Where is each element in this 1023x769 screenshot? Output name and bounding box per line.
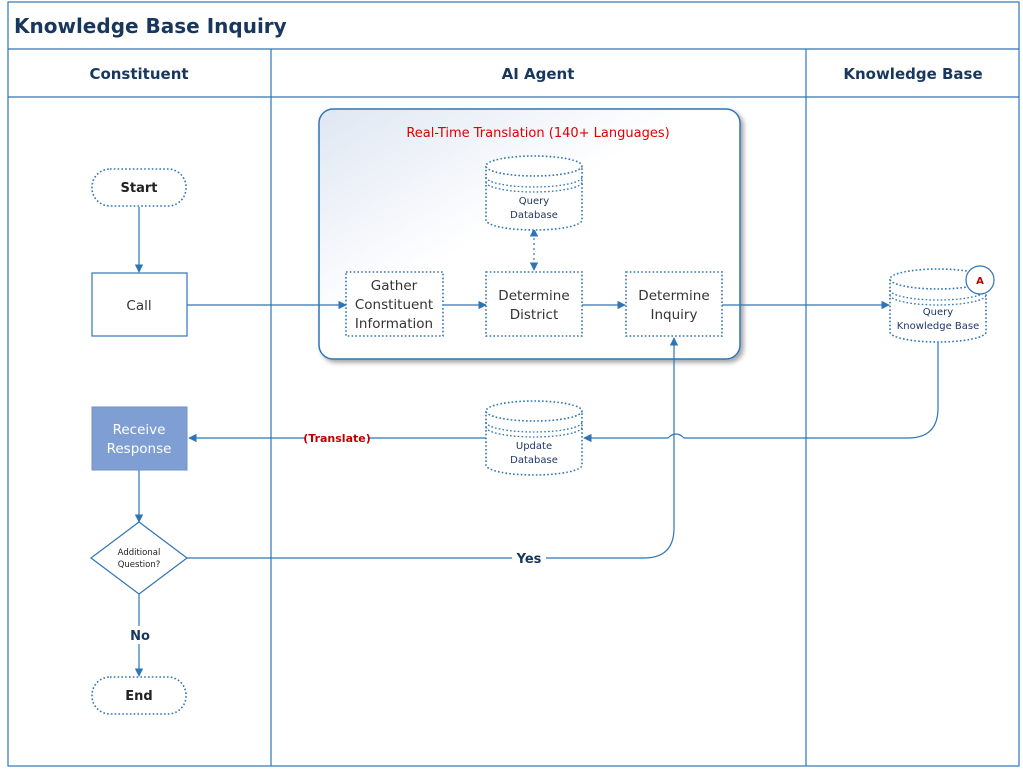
query-knowledge-base-cylinder bbox=[889, 268, 987, 343]
start-terminator bbox=[91, 168, 187, 207]
start-label: Start bbox=[121, 181, 158, 196]
gather-label-line-1: Gather bbox=[371, 278, 418, 294]
call-process-box bbox=[91, 272, 188, 337]
query-database-label-line-1: Query bbox=[519, 196, 549, 207]
gather-label-line-2: Constituent bbox=[355, 297, 433, 313]
query-database-cylinder bbox=[485, 155, 583, 231]
receive-label-line-2: Response bbox=[107, 441, 172, 457]
end-label: End bbox=[125, 689, 152, 704]
page-title: Knowledge Base Inquiry bbox=[14, 14, 287, 38]
decision-label-line-2: Question? bbox=[118, 560, 161, 570]
receive-response-process-box bbox=[91, 406, 188, 471]
update-database-label-line-2: Database bbox=[510, 455, 558, 466]
query-database-label-line-2: Database bbox=[510, 210, 558, 221]
gather-label-line-3: Information bbox=[355, 316, 433, 332]
query-knowledge-base-label-line-2: Knowledge Base bbox=[897, 321, 980, 332]
call-label: Call bbox=[126, 298, 151, 314]
lane-header-constituent: Constituent bbox=[89, 65, 188, 83]
connector-a-circle bbox=[965, 265, 995, 295]
lane-header-ai-agent: AI Agent bbox=[502, 65, 575, 83]
decision-label-line-1: Additional bbox=[118, 548, 161, 558]
translate-label-bg bbox=[306, 429, 368, 445]
yes-label-bg bbox=[512, 549, 546, 567]
arrow-knowledge-base-to-update bbox=[583, 342, 939, 443]
translation-group-label: Real-Time Translation (140+ Languages) bbox=[406, 126, 669, 141]
yes-label: Yes bbox=[516, 552, 542, 567]
determine-district-process-box bbox=[485, 271, 583, 337]
inquiry-label-line-1: Determine bbox=[638, 288, 709, 304]
query-knowledge-base-label-line-1: Query bbox=[923, 307, 953, 318]
connectors bbox=[134, 207, 939, 677]
no-label-bg bbox=[126, 626, 154, 644]
connector-a-label: A bbox=[976, 276, 984, 287]
gather-info-process-box bbox=[345, 271, 444, 337]
district-label-line-2: District bbox=[510, 307, 559, 323]
update-database-cylinder bbox=[485, 400, 583, 476]
end-terminator bbox=[91, 676, 187, 715]
receive-label-line-1: Receive bbox=[113, 422, 166, 438]
inquiry-label-line-2: Inquiry bbox=[651, 307, 698, 323]
district-label-line-1: Determine bbox=[498, 288, 569, 304]
determine-inquiry-process-box bbox=[625, 271, 723, 337]
translate-label: (Translate) bbox=[303, 432, 371, 445]
arrow-decision-yes-loop bbox=[187, 337, 679, 559]
update-database-label-line-1: Update bbox=[516, 441, 552, 452]
additional-question-decision bbox=[90, 521, 188, 595]
lane-header-knowledge-base: Knowledge Base bbox=[843, 65, 982, 83]
no-label: No bbox=[130, 629, 150, 644]
